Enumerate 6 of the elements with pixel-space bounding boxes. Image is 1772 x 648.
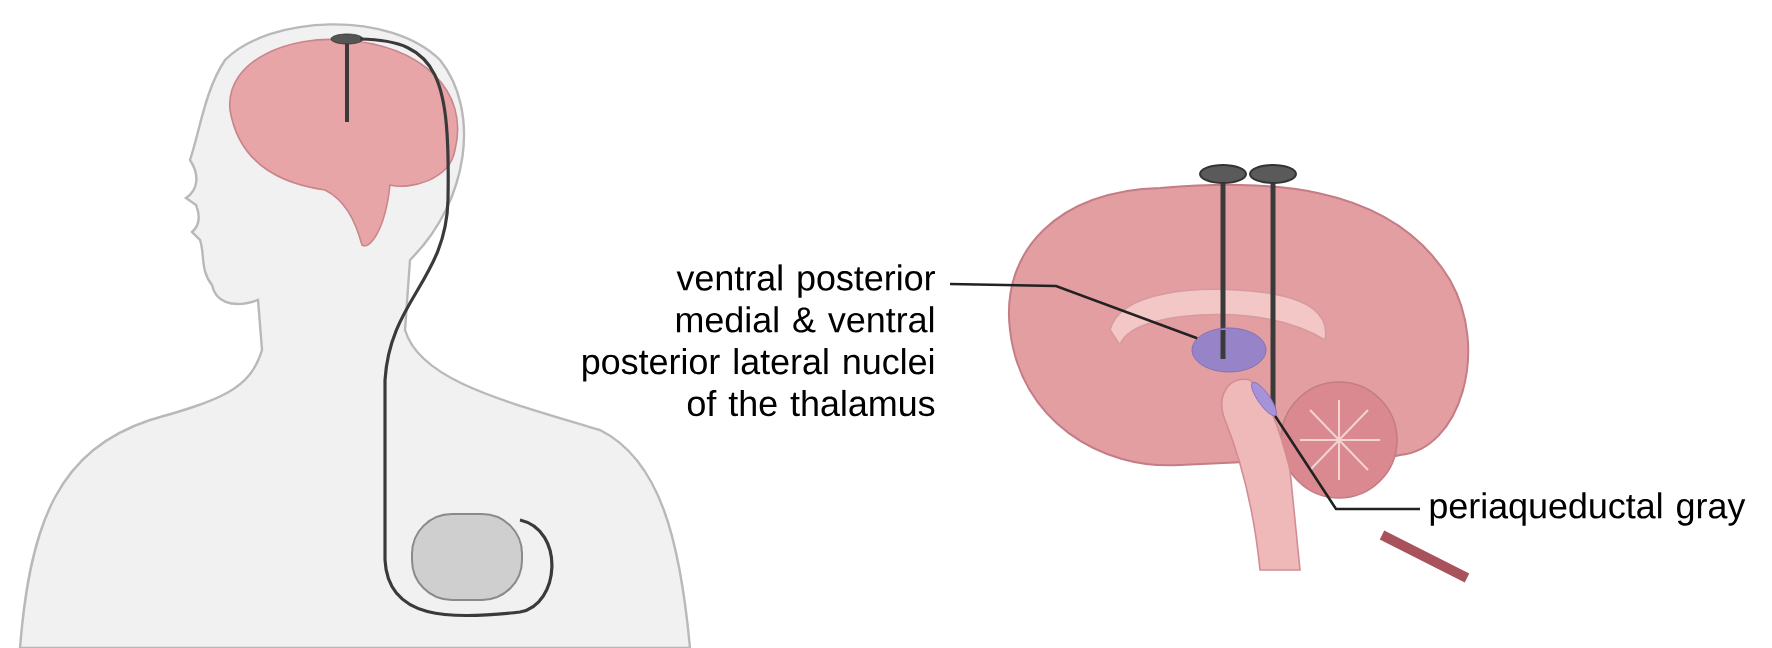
brain-region: [1191, 327, 1267, 373]
label-text: periaqueductal gray: [1430, 492, 1746, 526]
label-text: ventral posterior medial & ventral posterior lateral nuclei of the thalamus: [583, 264, 935, 417]
leader-line: [1274, 415, 1420, 511]
brain-region: [1251, 381, 1277, 417]
leader-line: [949, 282, 1198, 340]
